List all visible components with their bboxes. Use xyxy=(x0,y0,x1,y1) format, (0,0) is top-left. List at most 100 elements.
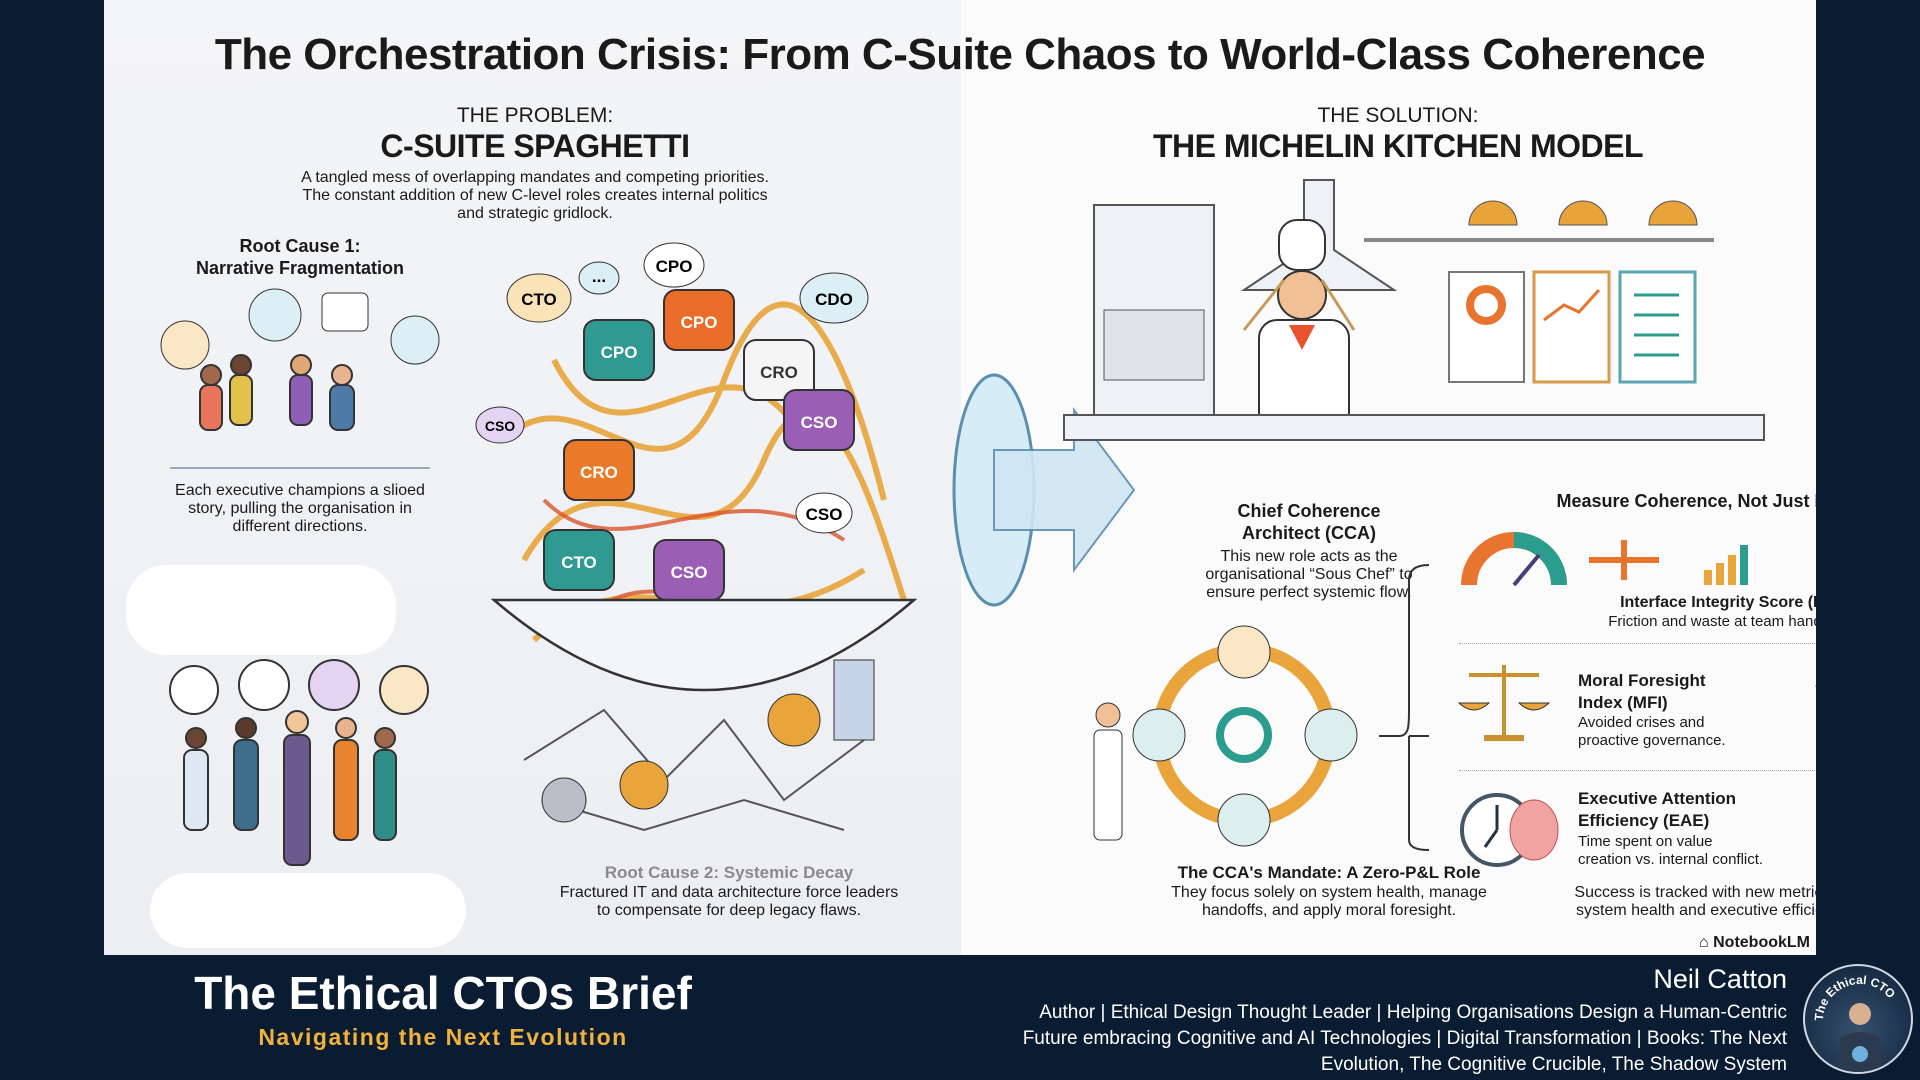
metrics-heading: Measure Coherence, Not Just Profit xyxy=(1556,491,1816,511)
brand-subtitle: Navigating the Next Evolution xyxy=(258,1024,628,1050)
brand-title: The Ethical CTOs Brief xyxy=(194,967,692,1019)
metric-desc-line: creation vs. internal conflict. xyxy=(1578,851,1764,868)
cca-text: This new role acts as the organisational… xyxy=(1159,548,1459,602)
speech-bubbles: CTO CPO CDO CSO CSO ... xyxy=(475,242,869,534)
root-cause-1-text: Each executive champions a slioed story,… xyxy=(150,482,450,536)
shield-hands-icon xyxy=(1304,708,1358,762)
metric-name: Moral Foresight Index (MFI) xyxy=(1578,670,1706,714)
notebooklm-watermark: ⌂ NotebookLM xyxy=(1699,934,1810,952)
shirt-label: CTO xyxy=(561,553,597,572)
clock-brain-icon xyxy=(1460,793,1559,867)
mandate-line: handoffs, and apply moral foresight. xyxy=(1201,902,1457,919)
metric-desc-line: Time spent on value xyxy=(1578,833,1713,850)
problem-description: A tangled mess of overlapping mandates a… xyxy=(285,169,785,223)
metric-name-line: Executive Attention xyxy=(1578,789,1737,808)
metric-name-line: Index (MFI) xyxy=(1578,693,1668,712)
bubble-label: CSO xyxy=(806,505,843,524)
clipboard-chart-icon xyxy=(1532,270,1611,384)
root-cause-1-title: Root Cause 1: Narrative Fragmentation xyxy=(150,235,450,279)
problem-kicker: THE PROBLEM: xyxy=(456,104,614,127)
metric-desc-line: proactive governance. xyxy=(1578,732,1726,749)
counter-icon xyxy=(1063,414,1765,441)
gauge-icon xyxy=(1461,532,1748,587)
metric-name: Executive Attention Efficiency (EAE) xyxy=(1578,788,1736,832)
checklist-icon xyxy=(1618,270,1697,384)
transition-arrow-icon xyxy=(952,373,1136,607)
flow-arrows-icon xyxy=(1589,540,1659,580)
author-name: Neil Catton xyxy=(1653,964,1787,994)
cca-line: ensure perfect systemic flow. xyxy=(1206,584,1412,601)
rc1-line: Narrative Fragmentation xyxy=(195,258,405,278)
watermark-text: NotebookLM xyxy=(1713,934,1810,951)
problem-heading: C-SUITE SPAGHETTI xyxy=(380,128,690,164)
mandate-line: They focus solely on system health, mana… xyxy=(1171,884,1487,901)
avatar: The Ethical CTO xyxy=(1803,964,1913,1074)
desc-line: A tangled mess of overlapping mandates a… xyxy=(301,169,769,186)
solution-kicker: THE SOLUTION: xyxy=(1317,104,1479,127)
executives-illustration-1 xyxy=(160,288,440,469)
rc2-line: to compensate for deep legacy flaws. xyxy=(596,902,862,919)
shirt-label: CPO xyxy=(601,343,638,362)
bar-chart-icon xyxy=(1704,545,1748,585)
gear-icon xyxy=(767,693,821,747)
arrows-icon xyxy=(1132,708,1186,762)
infographic-title: The Orchestration Crisis: From C-Suite C… xyxy=(214,30,1706,79)
chef-figure-icon xyxy=(1093,729,1123,841)
cca-title-line: Chief Coherence xyxy=(1237,501,1381,521)
pendant-lamp-icon xyxy=(1468,200,1698,226)
rc1-text-line: different directions. xyxy=(232,518,368,535)
bubble-label: CSO xyxy=(485,418,515,434)
bio-line: Future embracing Cognitive and AI Techno… xyxy=(1022,1028,1787,1049)
desc-line: The constant addition of new C-level rol… xyxy=(302,187,768,204)
success-line: Success is tracked with new metrics for xyxy=(1574,884,1816,901)
mandate-title: The CCA's Mandate: A Zero-P&L Role xyxy=(1177,863,1481,882)
notebooklm-logo-icon: ⌂ xyxy=(1699,934,1714,951)
metric-name-line: Moral Foresight xyxy=(1578,671,1706,690)
thought-bubble-icon xyxy=(160,288,440,370)
success-line: system health and executive efficiency. xyxy=(1576,902,1816,919)
mandate-text: They focus solely on system health, mana… xyxy=(1104,884,1554,920)
metric-desc: Time spent on value creation vs. interna… xyxy=(1578,833,1763,869)
cracked-ground-icon xyxy=(523,708,865,832)
divider xyxy=(1459,770,1816,771)
gear-icon xyxy=(619,760,669,810)
rc1-line: Root Cause 1: xyxy=(239,236,361,256)
scales-icon xyxy=(1217,793,1271,847)
blank-patch xyxy=(150,873,466,948)
root-cause-2-title: Root Cause 2: Systemic Decay xyxy=(604,863,854,882)
cca-line: This new role acts as the xyxy=(1220,548,1398,565)
rc1-text-line: Each executive champions a slioed xyxy=(175,482,425,499)
rc2-line: Fractured IT and data architecture force… xyxy=(559,884,899,901)
chef-icon xyxy=(1242,219,1356,431)
gear-icon xyxy=(541,777,587,823)
metric-desc: Friction and waste at team handoffs. xyxy=(1608,613,1816,630)
author-bio: Author | Ethical Design Thought Leader |… xyxy=(887,1000,1787,1078)
metric-name-line: Efficiency (EAE) xyxy=(1578,811,1710,830)
bowl-icon xyxy=(490,598,918,692)
scales-icon xyxy=(1457,665,1551,741)
spaghetti-bowl-illustration: CPO CPO CRO CSO CRO CTO CSO CTO CPO CDO … xyxy=(475,242,918,832)
kitchen-illustration xyxy=(1063,179,1765,441)
infographic: The Orchestration Crisis: From C-Suite C… xyxy=(104,0,1816,955)
bubble-label: CTO xyxy=(521,290,557,309)
bubble-label: CDO xyxy=(815,290,853,309)
shirt-label: CSO xyxy=(671,563,708,582)
shirt-label: CRO xyxy=(760,363,798,382)
avatar-badge: The Ethical CTO xyxy=(1812,973,1898,1072)
chef-hat-icon xyxy=(1217,625,1271,679)
desc-line: and strategic gridlock. xyxy=(457,205,613,222)
blank-patch xyxy=(126,565,396,655)
rc1-text-line: story, pulling the organisation in xyxy=(188,500,412,517)
shirt-label: CSO xyxy=(801,413,838,432)
bracket-connector xyxy=(1379,564,1430,851)
bubble-label: CPO xyxy=(656,257,693,276)
metric-desc: Avoided crises and proactive governance. xyxy=(1578,714,1726,750)
success-text: Success is tracked with new metrics for … xyxy=(1504,884,1816,920)
divider xyxy=(1459,643,1816,644)
solution-heading: THE MICHELIN KITCHEN MODEL xyxy=(1152,128,1644,164)
server-icon xyxy=(833,659,875,741)
bio-line: Evolution, The Cognitive Crucible, The S… xyxy=(1320,1054,1787,1075)
root-cause-2-text: Fractured IT and data architecture force… xyxy=(554,884,904,920)
metric-name: Interface Integrity Score (IIS) xyxy=(1620,594,1816,611)
bubble-label: ... xyxy=(592,267,606,286)
